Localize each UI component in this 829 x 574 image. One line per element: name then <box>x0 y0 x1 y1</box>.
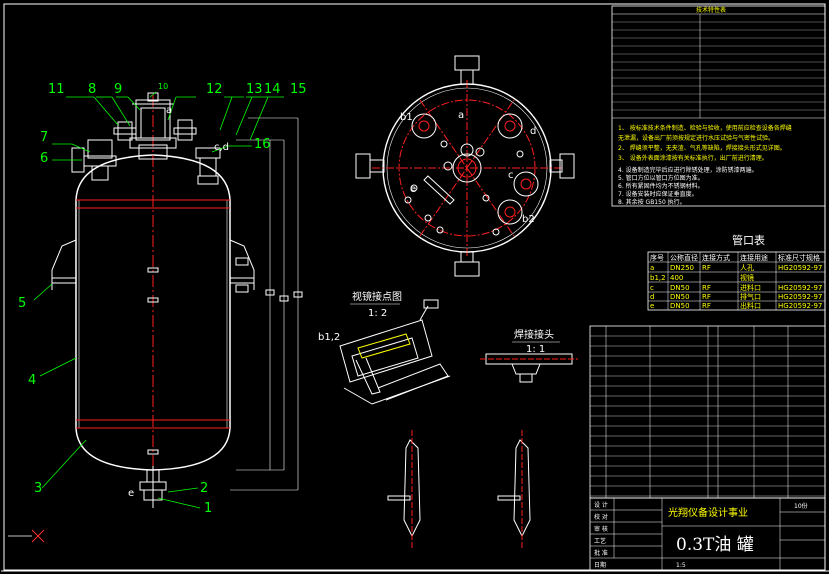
callout-12: 12 <box>206 82 223 97</box>
detail-weld: 焊接接头 1: 1 <box>480 328 578 383</box>
nozzle-mark-a: a <box>166 105 172 116</box>
title-block: 光翔仪备设计事业 0.3T油 罐 10份 1:5 设 计 校 对 审 核 工艺 … <box>589 497 826 571</box>
nozzle-table-cell: DN50 <box>670 284 690 292</box>
callout-9: 9 <box>114 82 122 97</box>
nozzle-table-cell: DN50 <box>670 293 690 301</box>
callout-4: 4 <box>28 373 36 388</box>
nozzle-table-cell: DN250 <box>670 264 694 272</box>
nozzle-mark-e: e <box>128 488 134 499</box>
nozzle-mark-cd: c,d <box>214 142 229 153</box>
plan-mark-c: c <box>508 170 514 181</box>
nozzle-table-cell: 进料口 <box>740 283 761 292</box>
nozzle-table-cell: HG20592-97 <box>778 264 822 272</box>
detail-weld-title: 焊接接头 <box>514 328 554 341</box>
plan-mark-d: d <box>530 126 536 137</box>
nozzle-table-cell: c <box>650 284 654 292</box>
detail-weld-scale: 1: 1 <box>526 344 545 355</box>
nozzle-table-cell: HG20592-97 <box>778 284 822 292</box>
svg-text:5. 管口方位以管口方位图为准。: 5. 管口方位以管口方位图为准。 <box>618 174 704 182</box>
title-block-drawing-name: 0.3T油 罐 <box>676 535 754 555</box>
callout-11: 11 <box>48 82 65 97</box>
detail-b12-label: b1,2 <box>318 332 340 343</box>
callout-2: 2 <box>200 481 208 496</box>
nozzle-table-cell: 排气口 <box>740 292 761 301</box>
plan-mark-a: a <box>458 110 464 121</box>
callout-16: 16 <box>254 137 271 152</box>
nozzle-table-title: 管口表 <box>732 233 765 247</box>
detail-sightglass-title: 视镜接点图 <box>352 290 402 303</box>
svg-text:审 核: 审 核 <box>594 525 608 533</box>
svg-text:技术特性表: 技术特性表 <box>696 6 726 14</box>
svg-text:校 对: 校 对 <box>594 513 608 521</box>
nozzle-table-cell: RF <box>702 293 711 301</box>
callout-leaders <box>33 91 284 509</box>
parts-list <box>589 325 826 499</box>
callout-labels: 11 8 9 10 12 13 14 15 7 6 16 5 4 3 2 1 a… <box>18 82 307 516</box>
callout-10: 10 <box>158 82 168 91</box>
svg-text:6. 所有紧固件均为不锈钢材料。: 6. 所有紧固件均为不锈钢材料。 <box>618 182 704 190</box>
callout-1: 1 <box>204 501 212 516</box>
nozzle-table-cell: RF <box>702 264 711 272</box>
detail-sections <box>387 430 531 548</box>
callout-7: 7 <box>40 130 48 145</box>
callout-5: 5 <box>18 296 26 311</box>
callout-15: 15 <box>290 82 307 97</box>
nozzle-table-cell: RF <box>702 302 711 310</box>
svg-text:批 准: 批 准 <box>594 549 608 557</box>
spec-table: 技术特性表 1、 按标准技术条件制造、检验与验收，使用前应检查设备各焊缝 无泄漏… <box>611 5 826 207</box>
title-block-sheet: 10份 <box>794 502 808 510</box>
nozzle-table-cell: 视镜 <box>740 273 754 282</box>
vessel-elevation <box>51 92 303 508</box>
svg-text:无泄漏，设备出厂前须按规定进行水压试验与气密性试验。: 无泄漏，设备出厂前须按规定进行水压试验与气密性试验。 <box>618 134 774 142</box>
nozzle-table-cell: b1,2 <box>650 274 666 282</box>
callout-3: 3 <box>34 481 42 496</box>
callout-14: 14 <box>264 82 281 97</box>
nozzle-table-header: 连接用途 <box>740 253 768 262</box>
nozzle-table-cell: HG20592-97 <box>778 302 822 310</box>
svg-text:1、 按标准技术条件制造、检验与验收，使用前应检查设备各焊缝: 1、 按标准技术条件制造、检验与验收，使用前应检查设备各焊缝 <box>618 124 792 132</box>
svg-text:8. 其余按 GB150 执行。: 8. 其余按 GB150 执行。 <box>618 198 686 206</box>
nozzle-table-cell: 400 <box>670 274 683 282</box>
detail-sightglass: 视镜接点图 1: 2 b1,2 <box>318 290 451 405</box>
nozzle-table-cell: 人孔 <box>740 264 754 272</box>
nozzle-table-cell: d <box>650 293 654 301</box>
nozzle-table-cell: RF <box>702 284 711 292</box>
nozzle-table-cell: HG20592-97 <box>778 293 822 301</box>
svg-text:日期: 日期 <box>594 561 606 569</box>
nozzle-table-cell: e <box>650 302 654 310</box>
nozzle-table-header: 公称直径 <box>670 253 698 262</box>
plan-mark-b2: b2 <box>522 214 535 225</box>
callout-8: 8 <box>88 82 96 97</box>
callout-6: 6 <box>40 151 48 166</box>
svg-text:设 计: 设 计 <box>594 501 608 509</box>
detail-sightglass-scale: 1: 2 <box>368 308 387 319</box>
svg-text:2、 焊缝须平整，无夹渣、气孔等缺陷，焊接接头形式见详图。: 2、 焊缝须平整，无夹渣、气孔等缺陷，焊接接头形式见详图。 <box>618 144 786 152</box>
svg-text:工艺: 工艺 <box>594 537 606 545</box>
plan-mark-b1: b1 <box>400 112 413 123</box>
nozzle-table-cell: DN50 <box>670 302 690 310</box>
nozzle-table-cell: a <box>650 264 654 272</box>
nozzle-table-cell: 出料口 <box>740 301 761 310</box>
nozzle-table-header: 标准尺寸规格 <box>778 253 820 262</box>
callout-13: 13 <box>246 82 263 97</box>
svg-text:4. 设备制造完毕后应进行除锈处理，涂防锈漆两遍。: 4. 设备制造完毕后应进行除锈处理，涂防锈漆两遍。 <box>618 166 758 174</box>
nozzle-table-header: 序号 <box>650 253 664 262</box>
ucs-axis-marker <box>8 529 45 543</box>
plan-view: b1 a d c e b2 <box>355 55 575 277</box>
plan-mark-e: e <box>410 184 416 195</box>
svg-text:3、 设备外表面涂漆按有关标准执行，出厂前进行清理。: 3、 设备外表面涂漆按有关标准执行，出厂前进行清理。 <box>618 154 768 162</box>
title-block-company: 光翔仪备设计事业 <box>668 506 748 519</box>
nozzle-table-header: 连接方式 <box>702 253 730 262</box>
svg-text:7. 设备安装时应保证垂直度。: 7. 设备安装时应保证垂直度。 <box>618 190 698 198</box>
title-block-scale: 1:5 <box>676 562 686 569</box>
